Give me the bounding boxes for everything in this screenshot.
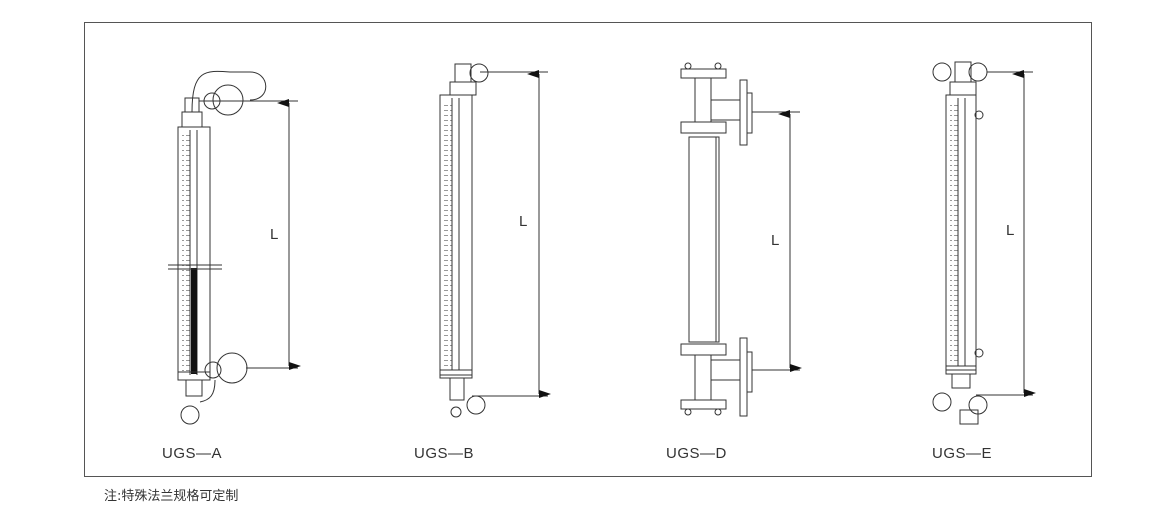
diagram-frame: [84, 22, 1092, 477]
flange-icon: [212, 84, 244, 116]
gauge-ugs-a: [168, 70, 301, 425]
gauge-ugs-b: [439, 63, 551, 418]
model-label-ugs-e: UGS—E: [932, 445, 993, 462]
footnote: 注:特殊法兰规格可定制: [104, 489, 239, 504]
gauge-ugs-e: [932, 61, 1036, 425]
model-label-ugs-b: UGS—B: [414, 445, 475, 462]
gauge-ugs-d: [680, 62, 802, 417]
model-label-ugs-a: UGS—A: [162, 445, 223, 462]
dimension-label-d: L: [771, 232, 780, 249]
liquid-column: [191, 268, 197, 374]
dimension-label-a: L: [270, 226, 279, 243]
model-label-ugs-d: UGS—D: [666, 445, 727, 462]
dimension-label-e: L: [1006, 222, 1015, 239]
dimension-label-b: L: [519, 213, 528, 230]
